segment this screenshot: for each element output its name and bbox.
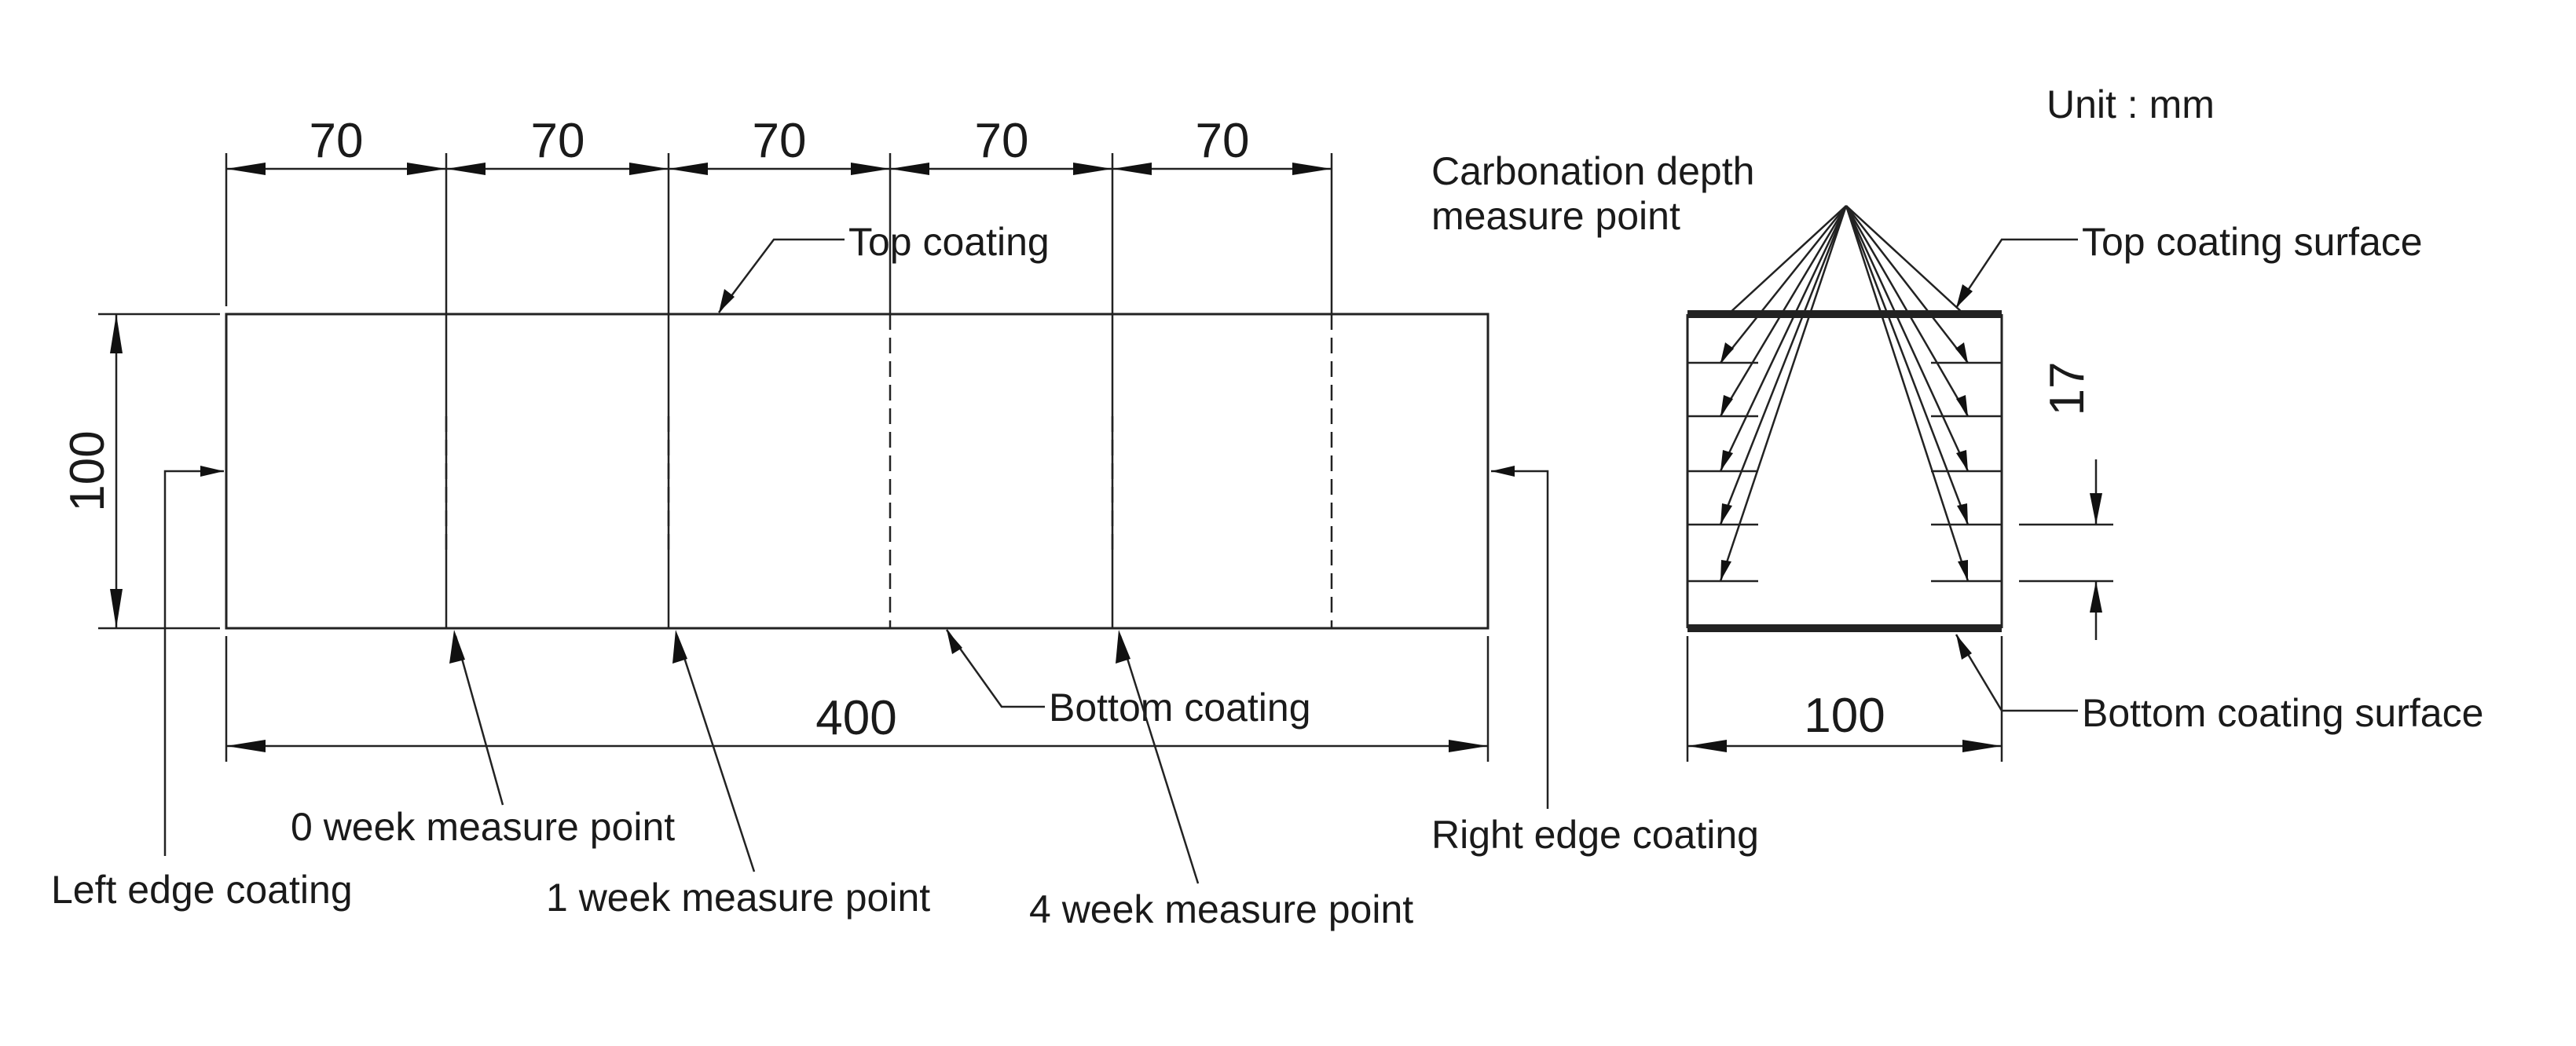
dim-height-100: 100 (60, 430, 115, 511)
label-bottom-coating: Bottom coating (1049, 686, 1311, 730)
label-carbonation-line1: Carbonation depth (1431, 149, 1754, 193)
label-bottom-coating-surface: Bottom coating surface (2082, 691, 2483, 735)
label-top-coating: Top coating (848, 220, 1050, 264)
dim-arrow-height-bottom (110, 589, 123, 628)
dim-length-400: 400 (815, 691, 896, 745)
label-left-edge-coating: Left edge coating (51, 868, 353, 912)
leader-top-coating-surface (1955, 238, 2078, 309)
dim-spacing-17: 17 (2040, 362, 2094, 416)
leader-4week (1119, 635, 1200, 884)
dim-arrow-width-left (1687, 740, 1727, 752)
label-0week: 0 week measure point (291, 805, 675, 849)
dim-arrow-spacing-top (2090, 493, 2102, 525)
label-carbonation-line2: measure point (1431, 194, 1680, 238)
cross-section-view: Carbonation depth measure point Top coat… (1431, 149, 2483, 762)
specimen-outline (225, 313, 1490, 630)
label-1week: 1 week measure point (546, 876, 930, 920)
leader-arrow-bottom-coating (947, 630, 962, 654)
dim-arrow-height-top (110, 314, 123, 353)
carbonation-arrowheads (1720, 342, 1968, 581)
dim-70-5: 70 (1196, 114, 1250, 168)
dim-arrow-length-right (1449, 740, 1488, 752)
leader-arrow-left-edge (200, 466, 224, 477)
dim-70-3: 70 (753, 114, 807, 168)
leader-arrow-1week (672, 630, 687, 664)
leader-arrow-top-coating (719, 289, 735, 313)
label-top-coating-surface: Top coating surface (2082, 220, 2423, 264)
dim-arrow-spacing-bottom (2090, 581, 2102, 613)
carbonation-leaders (1719, 205, 1970, 582)
dim-arrow-length-left (226, 740, 266, 752)
leader-arrow-top-coating-surface (1956, 284, 1973, 308)
dim-70-4: 70 (975, 114, 1029, 168)
leader-arrow-bottom-coating-surface (1956, 635, 1972, 660)
label-right-edge-coating: Right edge coating (1431, 813, 1759, 857)
unit-label: Unit : mm (2047, 82, 2215, 126)
leader-arrow-0week (449, 630, 465, 664)
leader-0week (454, 635, 504, 806)
leader-arrow-4week (1116, 630, 1130, 664)
dim-arrow-width-right (1962, 740, 2002, 752)
dim-70-2: 70 (531, 114, 585, 168)
dim-width-100: 100 (1804, 689, 1885, 743)
dim-arrows-70 (226, 163, 1332, 175)
leader-arrow-right-edge (1491, 466, 1515, 477)
leader-bottom-coating (945, 629, 1045, 708)
leader-top-coating (718, 238, 845, 313)
label-4week: 4 week measure point (1029, 887, 1413, 931)
dim-70-1: 70 (310, 114, 364, 168)
leader-1week (676, 635, 756, 872)
longitudinal-view: 70 70 70 70 70 100 400 Top coating Botto… (51, 114, 1759, 931)
